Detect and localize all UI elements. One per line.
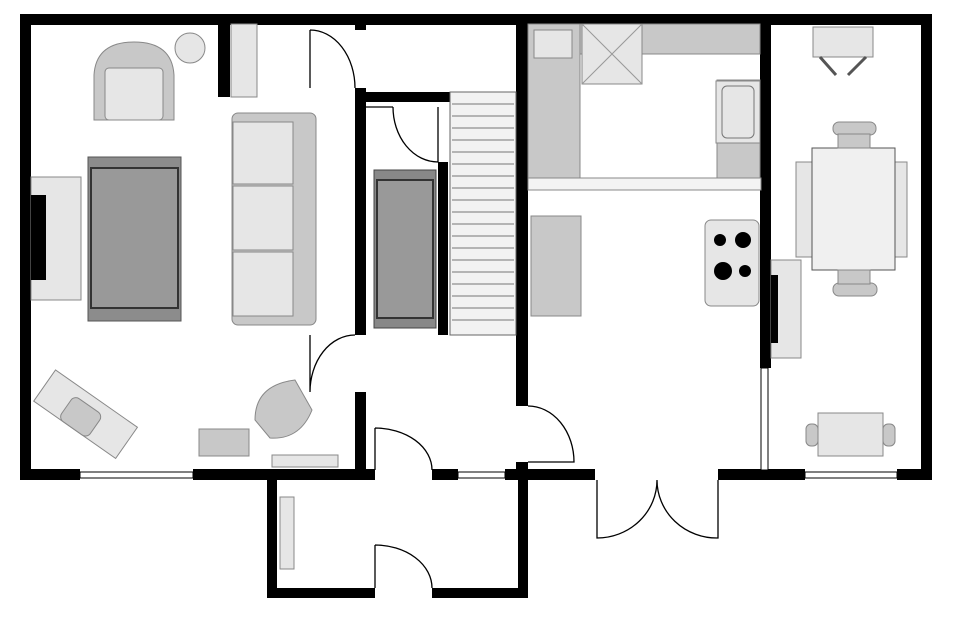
hallway <box>279 91 517 570</box>
living-room <box>30 23 339 468</box>
kitchen <box>527 23 762 317</box>
bench-left <box>795 161 813 258</box>
small-table <box>817 412 884 457</box>
windows <box>79 471 898 479</box>
counter-divider <box>527 177 762 191</box>
microwave <box>533 29 573 59</box>
cooktop-hood <box>581 23 643 85</box>
fireplace-opening <box>31 195 46 280</box>
dining-room <box>770 26 908 457</box>
sink <box>715 80 761 144</box>
staircase <box>449 91 517 336</box>
armchair-top <box>812 26 874 58</box>
ottoman <box>198 428 250 457</box>
porch-radiator <box>279 496 295 570</box>
fridge <box>530 215 582 317</box>
bench-right <box>894 161 908 258</box>
armchair-small <box>254 379 313 439</box>
chair-bottom <box>832 282 878 297</box>
desk-with-chair <box>33 369 139 460</box>
stove <box>704 219 760 307</box>
doors <box>309 29 719 589</box>
chair-top <box>832 121 877 136</box>
cabinet <box>230 23 258 98</box>
side-table <box>174 32 206 64</box>
radiator <box>271 454 339 468</box>
dining-table <box>811 147 896 271</box>
walls <box>20 14 932 598</box>
